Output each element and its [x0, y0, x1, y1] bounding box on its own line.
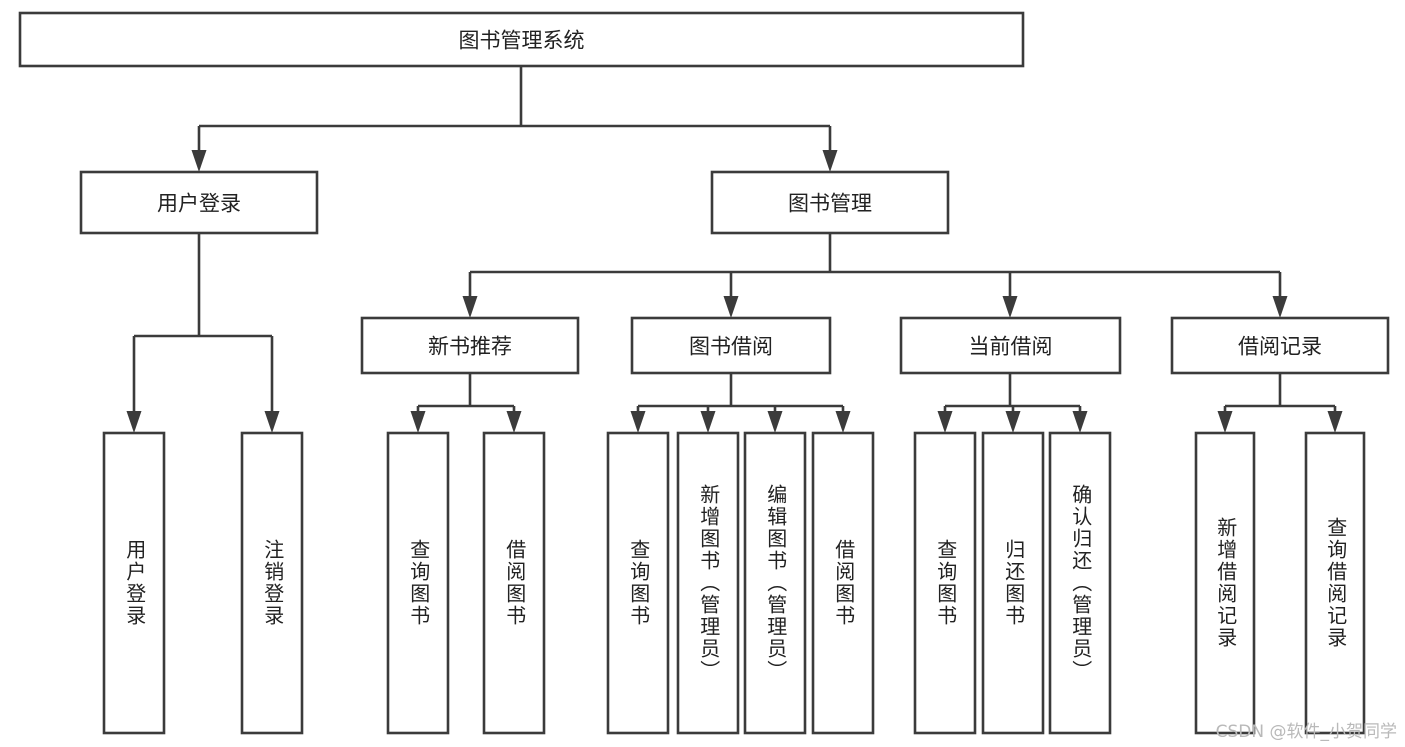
connector-bookmanage-to-level2	[462, 233, 1288, 318]
csdn-watermark: CSDN @软件_小贺同学	[1215, 722, 1397, 742]
arrow-head-icon	[835, 411, 851, 433]
arrow-head-icon	[1072, 411, 1088, 433]
connector-bookborrow-to-leaves	[630, 373, 851, 433]
node-box-leaf-cur-confirm[interactable]	[1048, 431, 1112, 735]
node-boxes-layer	[18, 11, 1390, 735]
node-label-borrow-record: 借阅记录	[1238, 335, 1322, 359]
node-box-root[interactable]	[18, 11, 1025, 68]
arrow-head-icon	[506, 411, 522, 433]
node-box-book-borrow[interactable]	[630, 316, 832, 375]
arrow-head-icon	[1217, 411, 1233, 433]
arrow-head-icon	[723, 296, 739, 318]
node-label-root: 图书管理系统	[459, 29, 585, 53]
arrow-head-icon	[1005, 411, 1021, 433]
arrow-head-icon	[822, 150, 838, 172]
arrow-head-icon	[191, 150, 207, 172]
arrow-head-icon	[1327, 411, 1343, 433]
arrow-head-icon	[767, 411, 783, 433]
arrow-head-icon	[1002, 296, 1018, 318]
arrow-head-icon	[700, 411, 716, 433]
node-box-book-manage[interactable]	[710, 170, 950, 235]
node-box-leaf-cur-return[interactable]	[981, 431, 1045, 735]
arrow-head-icon	[937, 411, 953, 433]
connector-borrowrecord-to-leaves	[1217, 373, 1343, 433]
node-label-current-borrow: 当前借阅	[969, 335, 1053, 359]
node-box-leaf-user-login[interactable]	[102, 431, 166, 735]
node-box-leaf-borrow-borrow[interactable]	[811, 431, 875, 735]
connector-newbookrec-to-leaves	[410, 373, 522, 433]
arrow-head-icon	[630, 411, 646, 433]
node-box-leaf-rec-add[interactable]	[1194, 431, 1256, 735]
arrow-head-icon	[264, 411, 280, 433]
node-box-leaf-borrow-edit[interactable]	[743, 431, 807, 735]
connectors-layer	[126, 66, 1343, 433]
connector-root-to-level1	[191, 66, 838, 172]
arrow-head-icon	[410, 411, 426, 433]
node-box-borrow-record[interactable]	[1170, 316, 1390, 375]
node-box-leaf-borrow-add[interactable]	[676, 431, 740, 735]
node-label-book-manage: 图书管理	[788, 192, 872, 216]
node-box-new-book-rec[interactable]	[360, 316, 580, 375]
node-box-leaf-rec-borrow[interactable]	[482, 431, 546, 735]
node-box-leaf-rec-search[interactable]	[1304, 431, 1366, 735]
node-box-leaf-logout[interactable]	[240, 431, 304, 735]
node-box-leaf-borrow-query[interactable]	[606, 431, 670, 735]
arrow-head-icon	[462, 296, 478, 318]
node-box-current-borrow[interactable]	[899, 316, 1122, 375]
node-box-leaf-cur-query[interactable]	[913, 431, 977, 735]
node-label-book-borrow: 图书借阅	[689, 335, 773, 359]
connector-userlogin-to-leaves	[126, 233, 280, 433]
node-box-user-login[interactable]	[79, 170, 319, 235]
node-box-leaf-rec-query[interactable]	[386, 431, 450, 735]
node-label-new-book-rec: 新书推荐	[428, 335, 512, 359]
arrow-head-icon	[126, 411, 142, 433]
node-label-user-login: 用户登录	[157, 192, 241, 216]
connector-currentborrow-to-leaves	[937, 373, 1088, 433]
arrow-head-icon	[1272, 296, 1288, 318]
